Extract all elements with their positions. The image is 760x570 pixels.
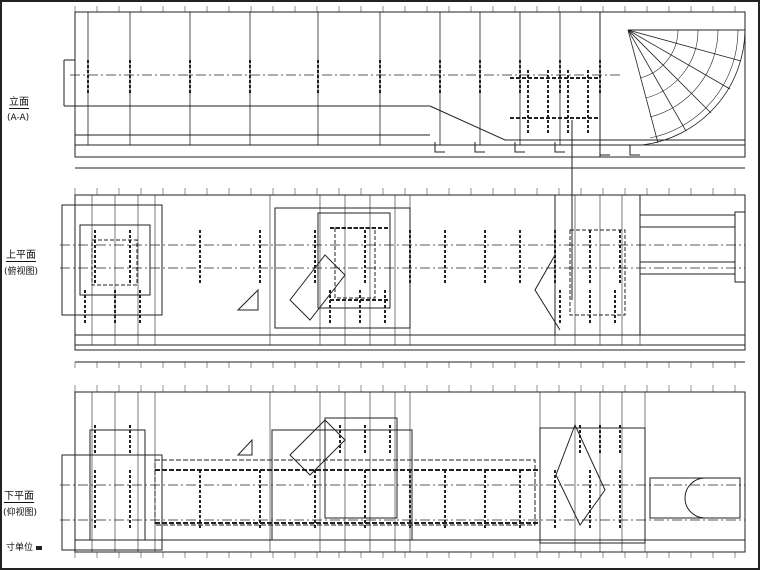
lower-plan-title: 下平面 (4, 491, 34, 503)
lower-plan-subtitle: (仰视图) (3, 508, 38, 518)
upper-plan-view (60, 120, 746, 363)
elevation-subtitle: (A-A) (7, 113, 30, 123)
scale-box (36, 545, 43, 550)
upper-plan-subtitle: (俯视图) (4, 267, 39, 277)
lower-plan-view (60, 391, 746, 553)
scale-label-text: 寸单位 (6, 543, 34, 553)
scale-label: 寸单位 (6, 543, 43, 554)
upper-plan-title: 上平面 (6, 250, 36, 262)
quadrant-fan (627, 29, 746, 146)
elevation-title: 立面 (9, 97, 29, 109)
elevation-view (63, 11, 746, 169)
